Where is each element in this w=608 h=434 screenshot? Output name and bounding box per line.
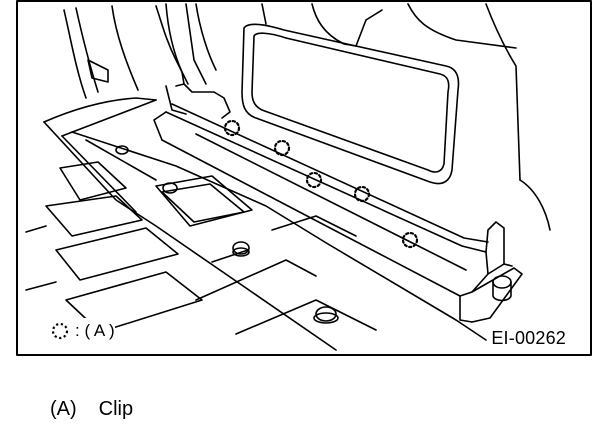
caption-text: Clip	[98, 398, 134, 420]
caption-label: (A)	[50, 398, 77, 420]
legend-key: : ( A )	[49, 318, 115, 344]
dotted-circle-icon	[51, 322, 69, 340]
pillar-trim	[165, 3, 231, 119]
clip-marker	[401, 231, 419, 249]
figure-code: EI-00262	[489, 328, 568, 349]
clip-marker	[273, 139, 291, 157]
clip-marker	[305, 171, 323, 189]
figure-frame	[16, 0, 592, 356]
quarter-trim-panel	[241, 3, 551, 231]
side-sill-trim	[153, 103, 523, 323]
cargo-floor-diagram: : ( A ) EI-00262	[16, 0, 592, 356]
legend-key-text: : ( A )	[75, 321, 115, 340]
diagram-illustration	[16, 0, 592, 356]
clip-marker	[353, 185, 371, 203]
clip-markers	[223, 119, 419, 249]
clip-marker	[223, 119, 241, 137]
body-side-panel	[63, 3, 207, 99]
figure-caption: (A) Clip	[50, 398, 133, 421]
cargo-floor	[25, 97, 487, 351]
